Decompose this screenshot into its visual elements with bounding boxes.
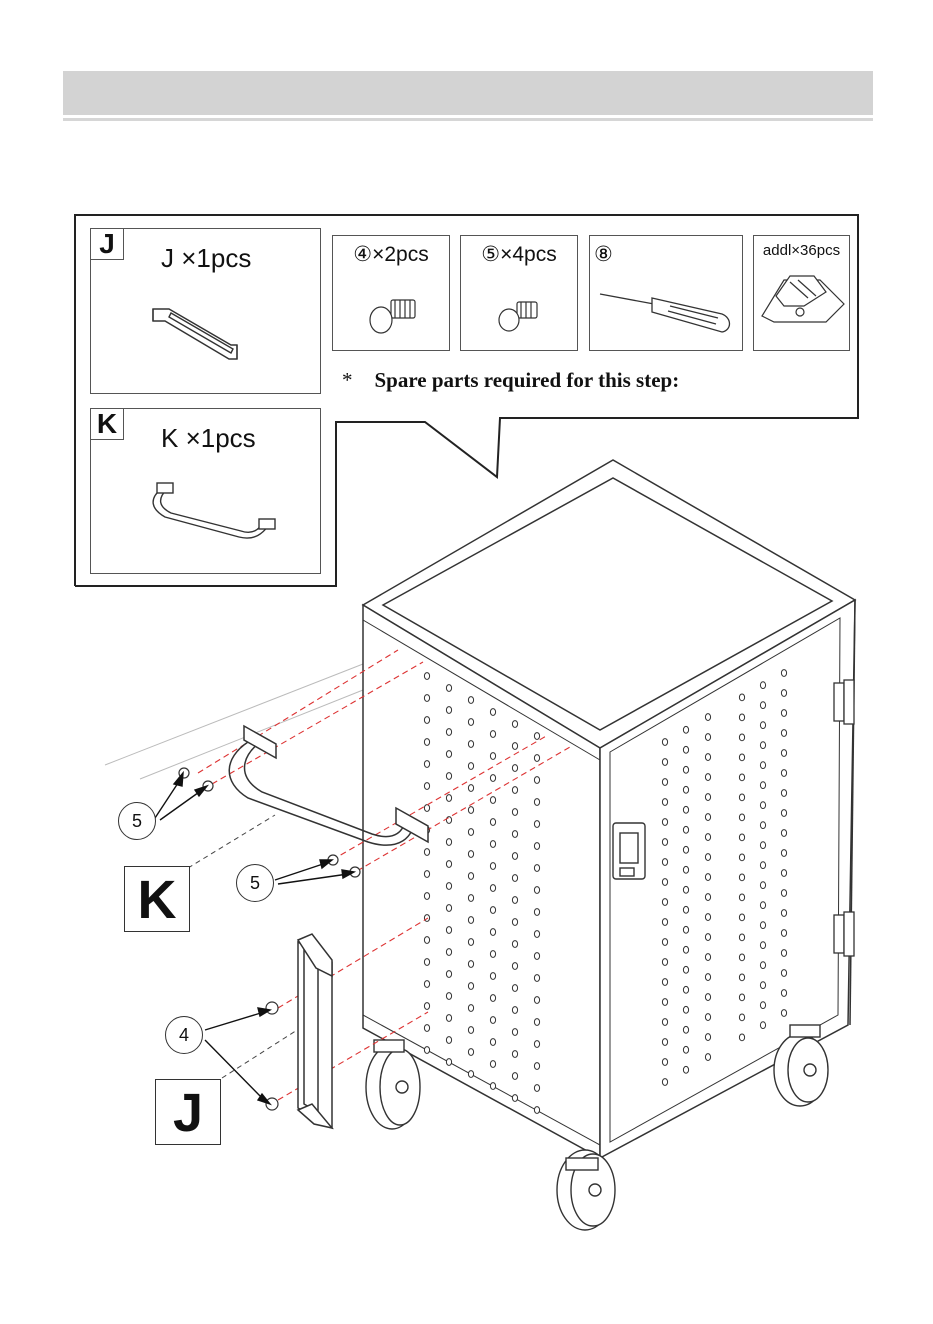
bracket-j (298, 934, 332, 1128)
caster-wheel (557, 1150, 615, 1230)
hinge-upper (834, 680, 854, 724)
callout-screw-4: 4 (165, 1016, 203, 1054)
callout-part-k: K (124, 866, 190, 932)
callout-part-j: J (155, 1079, 221, 1145)
callout-screw-5-upper: 5 (118, 802, 156, 840)
lock-icon (613, 823, 645, 879)
callout-screw-5-lower: 5 (236, 864, 274, 902)
hinge-lower (834, 912, 854, 956)
